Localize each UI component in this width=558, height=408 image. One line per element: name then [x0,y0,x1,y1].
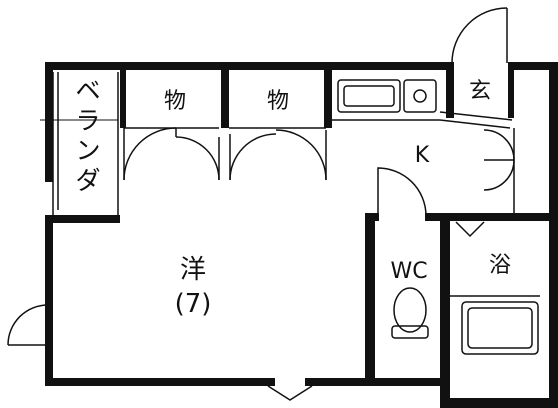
shoe-cabinet-door-icon [483,129,515,161]
room-label-entrance: 玄 [468,79,491,104]
wall-genkan [446,62,454,118]
wall-closet-mid [221,62,229,128]
wall-genkan-right [508,62,514,118]
room-label-toilet: WC [390,259,428,284]
burner-icon [413,89,427,103]
entrance-door-swing-icon [451,7,508,64]
room-label-storage-left: 物 [163,89,186,114]
wall-veranda-bottom [45,215,120,223]
wall-bottom-left [45,378,275,386]
closet-door-swing-icon-3 [229,133,277,181]
wall-bottom-right [440,398,558,408]
wall-closet-left [120,62,126,128]
wall-left-upper [45,62,53,182]
wall-wc-top-left [365,213,379,221]
genkan-step-line [439,119,511,129]
wall-wc-right [440,213,450,408]
stove-icon [403,79,437,113]
wall-wc-left [365,213,375,385]
toilet-tank-icon [391,325,429,339]
room-label-veranda: ベランダ [75,76,101,195]
wall-right [549,62,558,408]
room-label-western-size: (7) [174,289,212,319]
bath-door-marker-icon [455,221,485,238]
toilet-bowl-icon [393,287,427,333]
wall-closet-right [324,62,332,128]
bathtub-icon [461,301,539,355]
wall-left-lower [45,215,53,385]
bathtub-inner-icon [467,307,533,349]
wall-top-kitchen [330,62,450,70]
sink-icon [337,79,401,113]
closet-door-swing-icon [123,127,177,181]
wc-door-swing-icon [377,167,427,216]
left-door-swing-icon [7,304,49,346]
shoe-cabinet-door-icon-2 [483,159,515,191]
window-marker-icon [267,385,313,401]
room-label-kitchen: K [414,143,430,168]
wall-wc-top-right [425,213,550,221]
closet-door-swing-icon-2 [175,136,220,181]
wall-top-right [508,62,558,70]
sink-basin-icon [343,85,395,107]
wall-top-veranda [45,62,120,70]
wall-bottom-mid [305,378,448,386]
closet-door-swing-icon-4 [275,129,327,181]
room-label-western: 洋 [179,255,206,285]
room-label-bath: 浴 [488,253,511,278]
room-label-storage-right: 物 [266,89,289,114]
